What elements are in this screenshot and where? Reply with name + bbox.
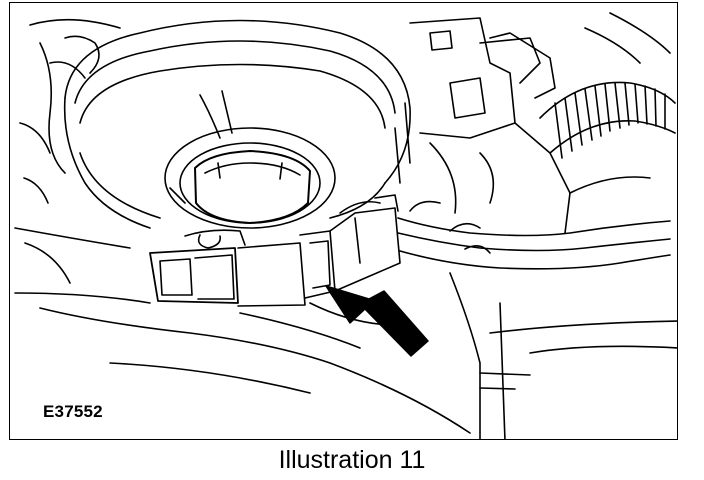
arrow-icon	[325, 285, 429, 357]
lower-structure	[14, 227, 677, 439]
pulley-cover	[63, 19, 411, 229]
illustration-frame: E37552	[9, 2, 678, 440]
figure-caption: Illustration 11	[278, 446, 426, 474]
figure-reference-code: E37552	[43, 402, 103, 421]
center-bolt	[164, 127, 336, 229]
engine-block-background	[19, 18, 121, 204]
wiring	[397, 200, 671, 270]
sensor-connector	[149, 194, 401, 307]
corrugated-conduit	[539, 81, 676, 159]
engine-component-drawing	[14, 12, 677, 439]
bracket-housing	[409, 12, 671, 234]
